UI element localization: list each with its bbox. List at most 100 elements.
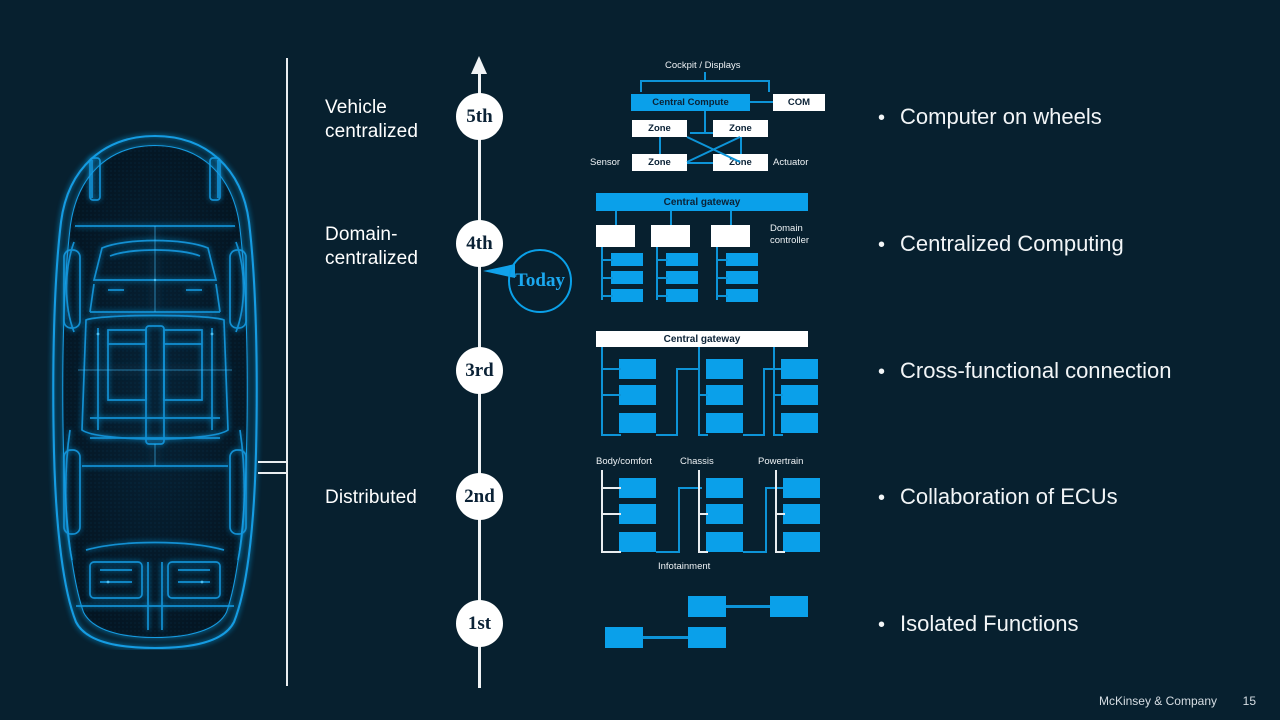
ecu-1-3[interactable]	[611, 289, 643, 302]
timeline-node-4th[interactable]: 4th	[456, 220, 503, 267]
dist-stub-2-3	[698, 551, 708, 553]
zone-box-top-left[interactable]: Zone	[632, 120, 687, 137]
cross-link-2-3-horizontal	[743, 434, 765, 436]
bullet-marker-icon: •	[878, 234, 886, 256]
gateway-drop-1	[615, 211, 617, 225]
zone-box-bottom-right[interactable]: Zone	[713, 154, 768, 171]
ecu-stub-c1-3	[601, 434, 621, 436]
ecu-stub-1-3	[601, 295, 613, 297]
bullet-text: Centralized Computing	[900, 231, 1124, 256]
ecu-stub-c3-3	[773, 434, 783, 436]
zone-label: Zone	[729, 123, 752, 134]
central-gateway-box-3rd[interactable]: Central gateway	[596, 331, 808, 347]
bullet-item-3: • Cross-functional connection	[878, 358, 1171, 384]
domain-bus-1	[601, 247, 603, 300]
infotainment-label: Infotainment	[658, 561, 711, 572]
bullet-marker-icon: •	[878, 487, 886, 509]
ecu-d3-2[interactable]	[783, 504, 820, 524]
bullet-marker-icon: •	[878, 361, 886, 383]
ecu-1-2[interactable]	[611, 271, 643, 284]
info-link-2-3-horizontal	[743, 551, 767, 553]
timeline-node-2nd[interactable]: 2nd	[456, 473, 503, 520]
today-callout[interactable]: Today	[508, 249, 572, 313]
bullet-text: Computer on wheels	[900, 104, 1102, 129]
dist-bus-3	[775, 470, 777, 551]
ecu-1-1[interactable]	[611, 253, 643, 266]
ecu-3-3[interactable]	[726, 289, 758, 302]
isolated-node-2[interactable]	[770, 596, 808, 617]
timeline-node-5th[interactable]: 5th	[456, 93, 503, 140]
ecu-d1-2[interactable]	[619, 504, 656, 524]
ecu-c2-1[interactable]	[706, 359, 743, 379]
cockpit-bus-left-drop	[640, 80, 642, 92]
domain-bus-2	[656, 247, 658, 300]
car-xray-svg	[52, 134, 258, 650]
ecu-c1-3[interactable]	[619, 413, 656, 433]
ecu-stub-2-3	[656, 295, 668, 297]
ecu-2-2[interactable]	[666, 271, 698, 284]
ecu-d1-1[interactable]	[619, 478, 656, 498]
ecu-c3-2[interactable]	[781, 385, 818, 405]
central-gateway-label: Central gateway	[663, 196, 741, 208]
zone-link-right-vertical	[740, 137, 742, 154]
ecu-d1-3[interactable]	[619, 532, 656, 552]
domain-bus-3	[716, 247, 718, 300]
timeline-arrow-icon	[471, 56, 487, 74]
dist-bus-2	[698, 470, 700, 551]
isolated-node-4[interactable]	[688, 627, 726, 648]
ecu-2-3[interactable]	[666, 289, 698, 302]
timeline-node-1st[interactable]: 1st	[456, 600, 503, 647]
ecu-c2-3[interactable]	[706, 413, 743, 433]
dist-stub-3-2	[775, 513, 785, 515]
zone-label: Zone	[729, 157, 752, 168]
car-xray-illustration	[30, 130, 280, 650]
info-link-1-2-vertical	[678, 487, 680, 553]
domain-controller-1[interactable]	[596, 225, 635, 247]
isolated-node-3[interactable]	[605, 627, 643, 648]
ecu-3-1[interactable]	[726, 253, 758, 266]
cross-link-1-2-vertical	[676, 368, 678, 436]
info-link-1-2-horizontal	[656, 551, 680, 553]
bullet-marker-icon: •	[878, 107, 886, 129]
ecu-d2-3[interactable]	[706, 532, 743, 552]
isolated-node-1[interactable]	[688, 596, 726, 617]
dist-stub-3-3	[775, 551, 785, 553]
com-box[interactable]: COM	[773, 94, 825, 111]
bullet-item-2: • Centralized Computing	[878, 231, 1124, 257]
ecu-c2-2[interactable]	[706, 385, 743, 405]
bullet-marker-icon: •	[878, 614, 886, 636]
cockpit-bus-center-riser	[704, 72, 706, 82]
ecu-d2-2[interactable]	[706, 504, 743, 524]
diagram-isolated-functions	[600, 593, 810, 653]
ecu-d3-3[interactable]	[783, 532, 820, 552]
ecu-d3-1[interactable]	[783, 478, 820, 498]
ecu-d2-1[interactable]	[706, 478, 743, 498]
zone-link-left-vertical	[659, 137, 661, 154]
bullet-text: Collaboration of ECUs	[900, 484, 1118, 509]
ecu-stub-3-1	[716, 259, 728, 261]
ecu-3-2[interactable]	[726, 271, 758, 284]
stage-label-vehicle-centralized: Vehicle centralized	[325, 97, 418, 142]
ecu-stub-c2-3	[698, 434, 708, 436]
ecu-c1-1[interactable]	[619, 359, 656, 379]
timeline-node-3rd[interactable]: 3rd	[456, 347, 503, 394]
domain-controller-2[interactable]	[651, 225, 690, 247]
central-compute-label: Central Compute	[652, 97, 729, 108]
ecu-2-1[interactable]	[666, 253, 698, 266]
domain-controller-3[interactable]	[711, 225, 750, 247]
ecu-c3-1[interactable]	[781, 359, 818, 379]
zone-box-bottom-left[interactable]: Zone	[632, 154, 687, 171]
ecu-c3-3[interactable]	[781, 413, 818, 433]
zone-box-top-right[interactable]: Zone	[713, 120, 768, 137]
body-comfort-label: Body/comfort	[596, 456, 652, 467]
cross-link-1-2-horizontal	[656, 434, 678, 436]
dist-stub-2-2	[698, 513, 708, 515]
actuator-label: Actuator	[773, 157, 809, 168]
ecu-c1-2[interactable]	[619, 385, 656, 405]
column-bus-1	[601, 347, 603, 436]
cross-link-2-3-vertical	[763, 368, 765, 436]
isolated-link-2	[643, 636, 688, 639]
central-gateway-box-4th[interactable]: Central gateway	[596, 193, 808, 211]
central-compute-box[interactable]: Central Compute	[631, 94, 750, 111]
